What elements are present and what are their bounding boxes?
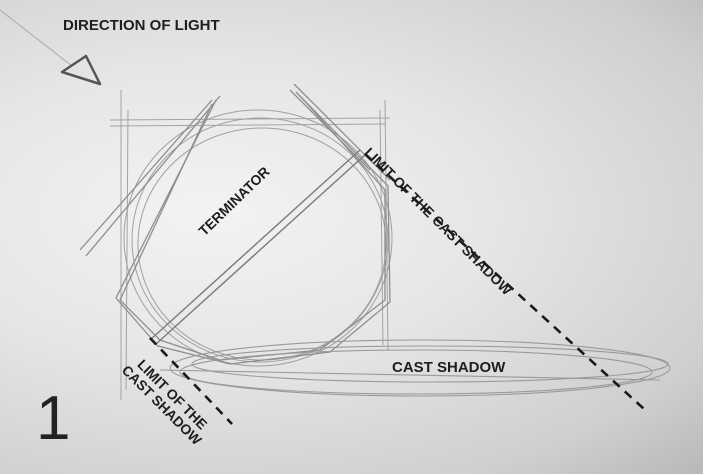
step-number: 1	[36, 388, 70, 450]
bounding-box	[110, 90, 390, 400]
limit-dashed-lines	[150, 154, 644, 424]
cast-shadow-label: CAST SHADOW	[392, 360, 505, 375]
direction-of-light-label: DIRECTION OF LIGHT	[63, 18, 220, 33]
